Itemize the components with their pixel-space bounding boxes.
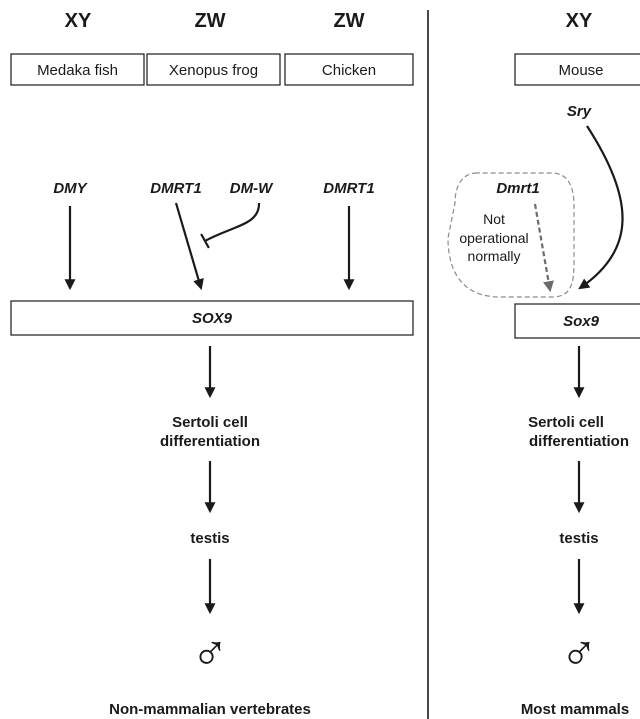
arrow-dmrt1-to-sox9	[174, 202, 204, 291]
species-box-xenopus	[146, 53, 281, 86]
species-box-mouse	[514, 53, 640, 86]
header-mouse-xy: XY	[566, 10, 593, 32]
sox9-box	[10, 300, 414, 336]
species-label-medaka: Medaka fish	[37, 62, 118, 79]
species-label-chicken: Chicken	[322, 62, 376, 79]
sertoli-label-mouse-line1: Sertoli cell	[528, 414, 604, 431]
sertoli-label-mouse-line2: differentiation	[529, 433, 629, 450]
species-label-mouse: Mouse	[558, 62, 603, 79]
gene-dmrt1-mouse: Dmrt1	[496, 180, 539, 197]
male-symbol-mouse-icon: ♂	[560, 623, 598, 679]
note-not: Not	[483, 211, 505, 227]
species-box-chicken	[284, 53, 414, 86]
right-panel: XY Mouse Sry Dmrt1 Not operational norma…	[447, 10, 640, 718]
gene-dmrt1-xenopus: DMRT1	[150, 180, 201, 197]
sertoli-label-line2: differentiation	[160, 433, 260, 450]
gene-dmrt1-chicken: DMRT1	[323, 180, 374, 197]
gene-dm-w: DM-W	[230, 180, 274, 197]
note-operational: operational	[459, 230, 528, 246]
header-xenopus-zw: ZW	[194, 10, 225, 32]
species-box-medaka	[10, 53, 145, 86]
header-chicken-zw: ZW	[333, 10, 364, 32]
header-medaka-xy: XY	[65, 10, 92, 32]
left-panel: XY ZW ZW Medaka fish Xenopus frog Chicke…	[10, 10, 414, 718]
not-operational-cloud	[447, 172, 575, 298]
note-normally: normally	[468, 248, 521, 264]
testis-label-mouse: testis	[559, 530, 598, 547]
sertoli-label-line1: Sertoli cell	[172, 414, 248, 431]
species-label-xenopus: Xenopus frog	[169, 62, 258, 79]
gene-dmy: DMY	[53, 180, 88, 197]
footer-most-mammals: Most mammals	[521, 701, 629, 718]
sox9-label-mouse: Sox9	[563, 313, 600, 330]
male-symbol-icon: ♂	[191, 623, 229, 679]
sox9-label: SOX9	[192, 310, 233, 327]
inhibition-dm-w-to-dmrt1	[200, 202, 261, 249]
sox9-box-mouse	[514, 303, 640, 339]
arrow-sry-to-sox9	[578, 125, 624, 290]
footer-non-mammalian: Non-mammalian vertebrates	[109, 701, 311, 718]
gene-sry: Sry	[567, 103, 592, 120]
testis-label: testis	[190, 530, 229, 547]
arrow-dmrt1-dashed-to-sox9	[533, 203, 554, 293]
